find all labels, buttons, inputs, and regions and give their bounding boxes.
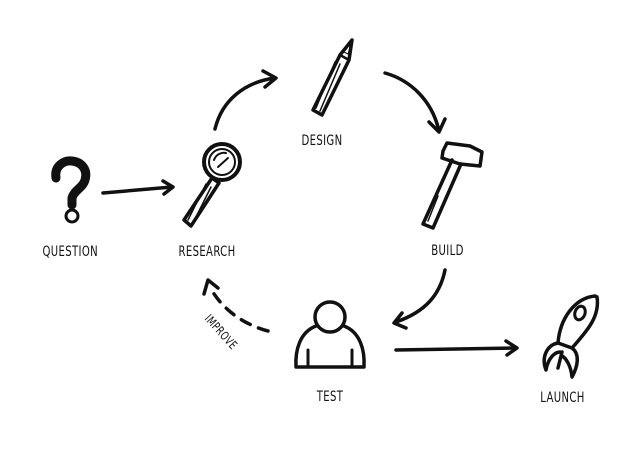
magnifying-glass-icon bbox=[182, 142, 242, 228]
node-label-research: RESEARCH bbox=[178, 244, 236, 260]
hammer-icon bbox=[421, 141, 484, 230]
node-label-design: DESIGN bbox=[301, 133, 343, 149]
person-icon bbox=[294, 300, 366, 369]
pencil-icon bbox=[311, 38, 354, 117]
arrow-research-to-design bbox=[213, 69, 278, 131]
arrow-question-to-research bbox=[101, 179, 175, 196]
arrow-design-to-build bbox=[383, 71, 447, 134]
arrow-test-to-launch bbox=[394, 339, 519, 357]
node-label-question: QUESTION bbox=[42, 244, 99, 260]
node-label-build: BUILD bbox=[431, 243, 464, 259]
node-label-launch: LAUNCH bbox=[540, 390, 585, 406]
rocket-icon bbox=[542, 294, 600, 379]
node-label-test: TEST bbox=[316, 389, 344, 405]
arrow-build-to-test bbox=[392, 268, 447, 330]
arrow-test-to-research-dashed bbox=[202, 278, 270, 333]
question-mark-icon bbox=[51, 156, 91, 224]
